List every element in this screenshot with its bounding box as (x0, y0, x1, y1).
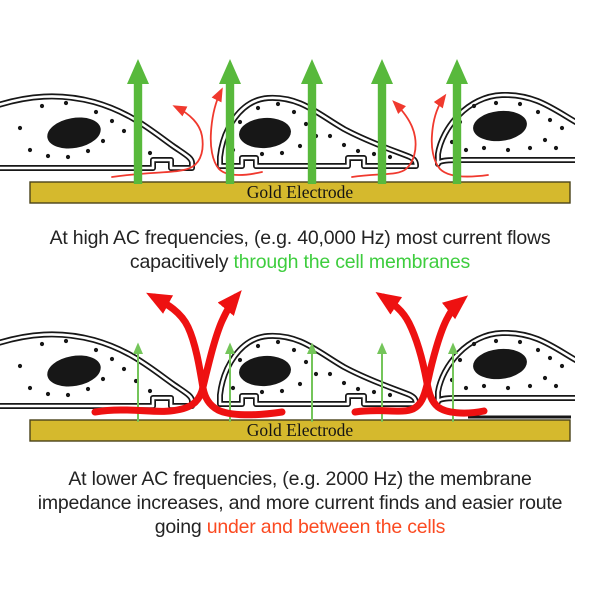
caption-line: At lower AC frequencies, (e.g. 2000 Hz) … (0, 467, 600, 491)
paracellular-current-arrow (375, 292, 488, 417)
bottom-panel: Gold Electrode (0, 290, 600, 442)
cell (220, 98, 416, 166)
caption-high-frequency: At high AC frequencies, (e.g. 40,000 Hz)… (0, 226, 600, 274)
transcellular-current-arrow (371, 59, 393, 184)
caption-text-highlight-green: through the cell membranes (233, 251, 471, 273)
cell (0, 96, 192, 168)
paracellular-current-arrow-small (111, 105, 204, 178)
caption-text-highlight-red: under and between the cells (206, 516, 446, 538)
cell (0, 334, 192, 406)
gold-electrode-bar (29, 181, 571, 204)
caption-text: At high AC frequencies, (e.g. 40,000 Hz)… (49, 227, 551, 249)
caption-text: capacitively (129, 251, 234, 273)
gold-electrode-label: Gold Electrode (247, 182, 354, 202)
caption-line: capacitively through the cell membranes (0, 250, 600, 274)
caption-low-frequency: At lower AC frequencies, (e.g. 2000 Hz) … (0, 467, 600, 539)
paracellular-current-arrow (146, 292, 286, 419)
transcellular-current-arrow (127, 59, 149, 184)
transcellular-current-arrow (219, 59, 241, 184)
transcellular-current-arrow (446, 59, 468, 184)
paracellular-current-arrow-small (209, 87, 263, 176)
caption-text: impedance increases, and more current fi… (37, 492, 563, 514)
gold-electrode-bar (29, 419, 571, 442)
caption-text: going (154, 516, 207, 538)
top-panel: Gold Electrode (0, 52, 600, 204)
gold-electrode-label: Gold Electrode (247, 420, 354, 440)
caption-line: At high AC frequencies, (e.g. 40,000 Hz)… (0, 226, 600, 250)
transcellular-current-arrow (301, 59, 323, 184)
caption-line: going under and between the cells (0, 515, 600, 539)
cell (220, 336, 416, 404)
caption-text: At lower AC frequencies, (e.g. 2000 Hz) … (68, 468, 532, 490)
caption-line: impedance increases, and more current fi… (0, 491, 600, 515)
